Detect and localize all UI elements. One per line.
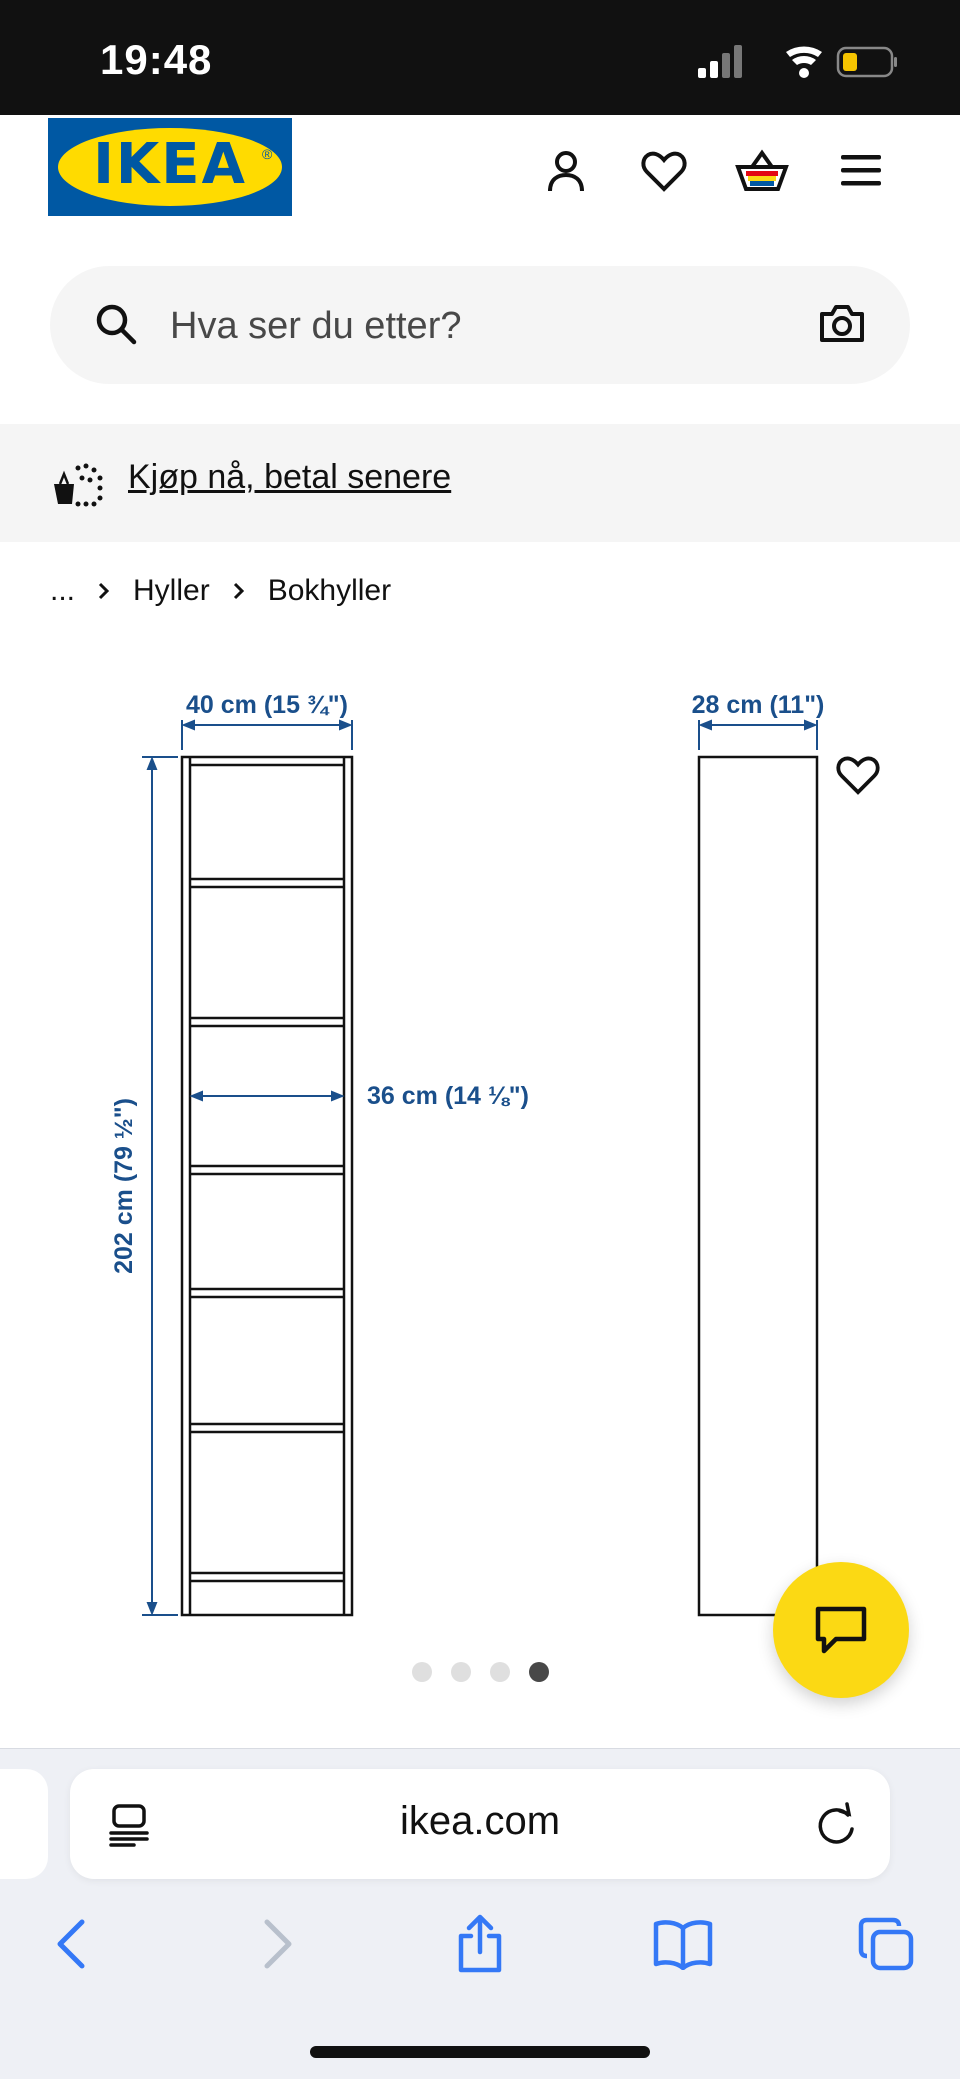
chevron-right-icon — [98, 582, 110, 600]
camera-icon — [820, 305, 864, 342]
bookcase-front-drawing — [180, 755, 354, 1617]
status-bar: 19:48 — [0, 0, 960, 115]
share-button[interactable] — [445, 1909, 515, 1979]
tabs-icon — [858, 1917, 914, 1971]
search-input[interactable] — [168, 290, 772, 362]
reader-mode-icon — [109, 1804, 149, 1847]
status-time: 19:48 — [100, 36, 213, 83]
cart-button[interactable] — [734, 143, 790, 199]
status-icons — [698, 44, 898, 84]
search-bar[interactable] — [50, 266, 910, 384]
promo-link[interactable]: Kjøp nå, betal senere — [128, 458, 452, 496]
menu-icon — [841, 155, 881, 186]
url-text: ikea.com — [399, 1799, 561, 1843]
dimension-lines — [142, 719, 818, 1616]
share-icon — [458, 1914, 502, 1973]
carousel-dot-4[interactable] — [528, 1662, 549, 1682]
chat-icon — [815, 1606, 867, 1654]
bookmarks-button[interactable] — [648, 1909, 718, 1979]
address-bar[interactable]: ikea.com — [70, 1769, 890, 1879]
home-indicator — [310, 2046, 650, 2058]
chevron-left-icon — [57, 1919, 85, 1969]
carousel-indicator — [0, 1662, 960, 1682]
breadcrumb-item-hyller[interactable]: Hyller — [133, 574, 210, 607]
account-button[interactable] — [538, 143, 594, 199]
search-icon — [96, 304, 137, 345]
chevron-right-icon — [233, 582, 244, 600]
inner-width-dimension-label: 36 cm (14 ⅛") — [367, 1082, 529, 1110]
tabs-button[interactable] — [851, 1909, 921, 1979]
reload-icon — [818, 1802, 854, 1844]
heart-icon — [641, 151, 687, 192]
bookcase-side-drawing — [697, 755, 819, 1617]
carousel-dot-1[interactable] — [411, 1662, 432, 1682]
previous-tab-preview[interactable] — [0, 1769, 48, 1879]
favorites-button[interactable] — [636, 143, 692, 199]
promo-banner[interactable]: Kjøp nå, betal senere — [0, 424, 960, 542]
book-icon — [653, 1920, 713, 1970]
site-header: IKEA ® — [0, 115, 960, 425]
breadcrumb-ellipsis[interactable]: ... — [50, 574, 76, 607]
breadcrumb-item-bokhyller[interactable]: Bokhyller — [267, 574, 392, 607]
ikea-logo[interactable]: IKEA ® — [48, 118, 292, 216]
forward-button[interactable] — [243, 1909, 313, 1979]
back-button[interactable] — [36, 1909, 106, 1979]
breadcrumb: ... Hyller Bokhyller — [50, 574, 391, 608]
logo-text: IKEA — [93, 132, 247, 197]
width-dimension-label: 40 cm (15 ¾") — [186, 691, 348, 719]
carousel-dot-2[interactable] — [450, 1662, 471, 1682]
wifi-icon — [786, 46, 822, 78]
browser-bottom-bar: ikea.com — [0, 1748, 960, 2079]
cellular-signal-icon — [698, 45, 742, 78]
logo-oval — [58, 128, 282, 206]
cart-icon — [735, 149, 789, 191]
add-to-favorites-button[interactable] — [823, 740, 893, 810]
user-icon — [548, 151, 584, 192]
product-image[interactable]: 40 cm (15 ¾") 202 cm (79 ½") 36 cm (14 ⅛… — [0, 655, 960, 1655]
battery-icon — [836, 46, 897, 78]
chat-button[interactable] — [773, 1562, 909, 1698]
pay-later-icon — [54, 463, 103, 507]
depth-dimension-label: 28 cm (11") — [692, 691, 825, 719]
logo-registered-mark: ® — [262, 146, 273, 162]
menu-button[interactable] — [833, 143, 889, 199]
heart-icon — [836, 756, 880, 795]
chevron-right-icon — [264, 1919, 292, 1969]
carousel-dot-3[interactable] — [489, 1662, 510, 1682]
height-dimension-label: 202 cm (79 ½") — [110, 1098, 138, 1274]
